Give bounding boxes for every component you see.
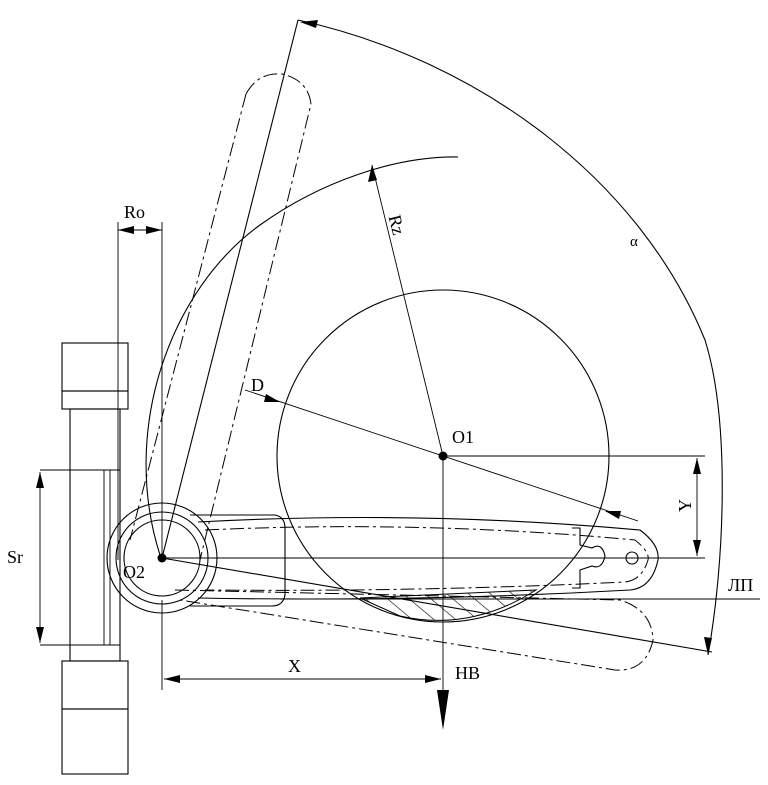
- lever-body-outer: [197, 516, 659, 600]
- rz-label: Rz: [385, 213, 409, 237]
- ro-dimension: Ro: [117, 202, 163, 560]
- upper-lever-right-edge: [199, 73, 312, 561]
- d-arrow-left: [264, 394, 280, 402]
- rz-arrow: [368, 165, 377, 182]
- lp-line-group: ЛП: [280, 575, 760, 600]
- y-arrow-top: [693, 458, 701, 474]
- d-label: D: [251, 375, 264, 395]
- sr-dimension: Sr: [7, 472, 44, 643]
- ro-label: Ro: [124, 202, 145, 222]
- hb-label: HB: [455, 663, 480, 683]
- upper-lever-left-edge: [129, 93, 247, 541]
- lever-slot-notch: [572, 527, 606, 589]
- d-arrow-right: [605, 511, 621, 519]
- lower-lever-outline-path: [174, 589, 654, 671]
- alpha-label: α: [630, 234, 638, 250]
- sr-arrow-bottom: [36, 627, 44, 643]
- rz-line: [371, 164, 444, 457]
- upper-lever-axis: [161, 19, 299, 559]
- x-dimension: X: [161, 600, 441, 690]
- x-arrow-right: [425, 675, 441, 683]
- lower-lever-outline: [161, 557, 713, 671]
- alpha-arrow-top: [300, 20, 318, 28]
- rz-dimension: Rz: [368, 164, 444, 457]
- ro-arrow-left: [118, 226, 134, 234]
- lever-hub-block: [190, 514, 286, 607]
- horizontal-lever: [190, 514, 659, 607]
- o1-label: O1: [452, 427, 474, 447]
- hb-arrow: [437, 690, 449, 730]
- left-flange-assembly: [40, 342, 129, 775]
- lower-lever-axis: [161, 557, 713, 653]
- y-label: Y: [675, 499, 695, 512]
- lp-label: ЛП: [728, 575, 753, 595]
- lever-body-inner: [204, 526, 649, 591]
- x-label: X: [288, 656, 301, 676]
- hb-axis: HB: [437, 456, 480, 730]
- y-dimension: Y: [162, 455, 705, 559]
- ro-arrow-right: [146, 226, 162, 234]
- o2-label: O2: [123, 562, 145, 582]
- o1-center: O1: [438, 427, 474, 461]
- alpha-arc: [297, 19, 723, 656]
- sr-label: Sr: [7, 547, 23, 567]
- y-arrow-bottom: [693, 540, 701, 556]
- sr-arrow-top: [36, 472, 44, 488]
- d-line: [244, 389, 639, 522]
- upper-lever-outline: [129, 19, 312, 561]
- d-dimension: D: [244, 375, 639, 522]
- flange-bottom-block: [61, 708, 129, 775]
- rz-arc: [145, 156, 459, 556]
- flange-bottom-collar: [61, 660, 129, 710]
- x-arrow-left: [164, 675, 180, 683]
- alpha-arrow-bottom: [704, 637, 712, 655]
